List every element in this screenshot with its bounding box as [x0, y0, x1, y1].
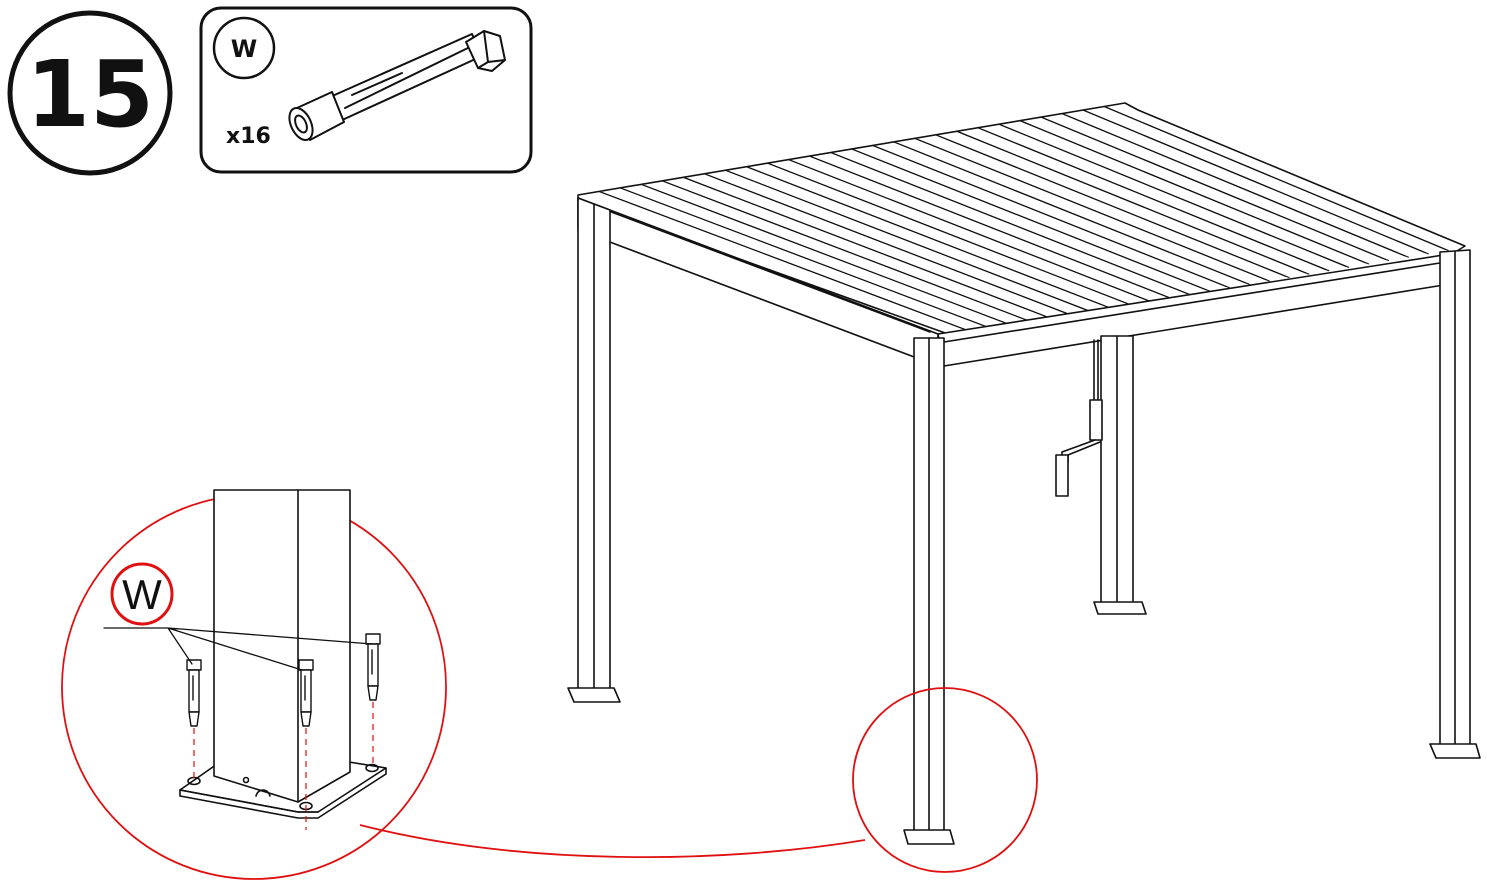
roof-louver-line [832, 152, 1191, 295]
part-letter: W [231, 35, 257, 63]
roof-louver-line [874, 145, 1230, 289]
roof-louver-line [727, 170, 1091, 312]
callout-letter: W [122, 571, 162, 618]
roof-louver-line [959, 131, 1310, 275]
parts-box-frame [199, 6, 533, 174]
roof-louver-line [643, 184, 1012, 326]
roof-louver-line [685, 177, 1051, 319]
bolt-leader-lines [103, 627, 373, 671]
roof-louver-line [1106, 106, 1449, 251]
roof-louver-line [917, 138, 1270, 282]
roof-louver-line [664, 181, 1032, 323]
detail-callout: W [61, 489, 1038, 880]
roof-louver-line [853, 149, 1211, 292]
anchor-bolts [186, 633, 381, 727]
roof-louver-line [790, 160, 1151, 302]
detail-target-circle [852, 687, 1038, 873]
roof-louver-line [980, 128, 1330, 272]
expansion-anchor-bolt-icon [288, 30, 506, 141]
pergola-drawing [567, 102, 1481, 845]
roof-louver-line [1064, 114, 1409, 258]
roof-louver-line [601, 191, 972, 333]
roof-louver-line [706, 174, 1071, 316]
part-letter-circle [212, 16, 276, 80]
roof-louver-line [1043, 117, 1390, 262]
roof-louver-line [1085, 110, 1429, 255]
step-number-badge: 15 [7, 10, 173, 176]
roof-louver-line [938, 135, 1290, 279]
roof-louver-line [1001, 124, 1350, 268]
roof-louver-line [748, 167, 1111, 309]
roof-louver-line [896, 142, 1250, 285]
roof-louver-line [622, 188, 992, 329]
roof-louver-line [769, 163, 1131, 306]
part-quantity: x16 [226, 124, 271, 149]
detail-leader-line [359, 824, 866, 859]
roof-louver-line [811, 156, 1171, 299]
roof-louver-line [1022, 121, 1370, 265]
step-number-circle [7, 10, 173, 176]
step-number: 15 [26, 41, 154, 148]
parts-box: W x16 [199, 6, 533, 174]
callout-letter-circle [110, 562, 174, 626]
